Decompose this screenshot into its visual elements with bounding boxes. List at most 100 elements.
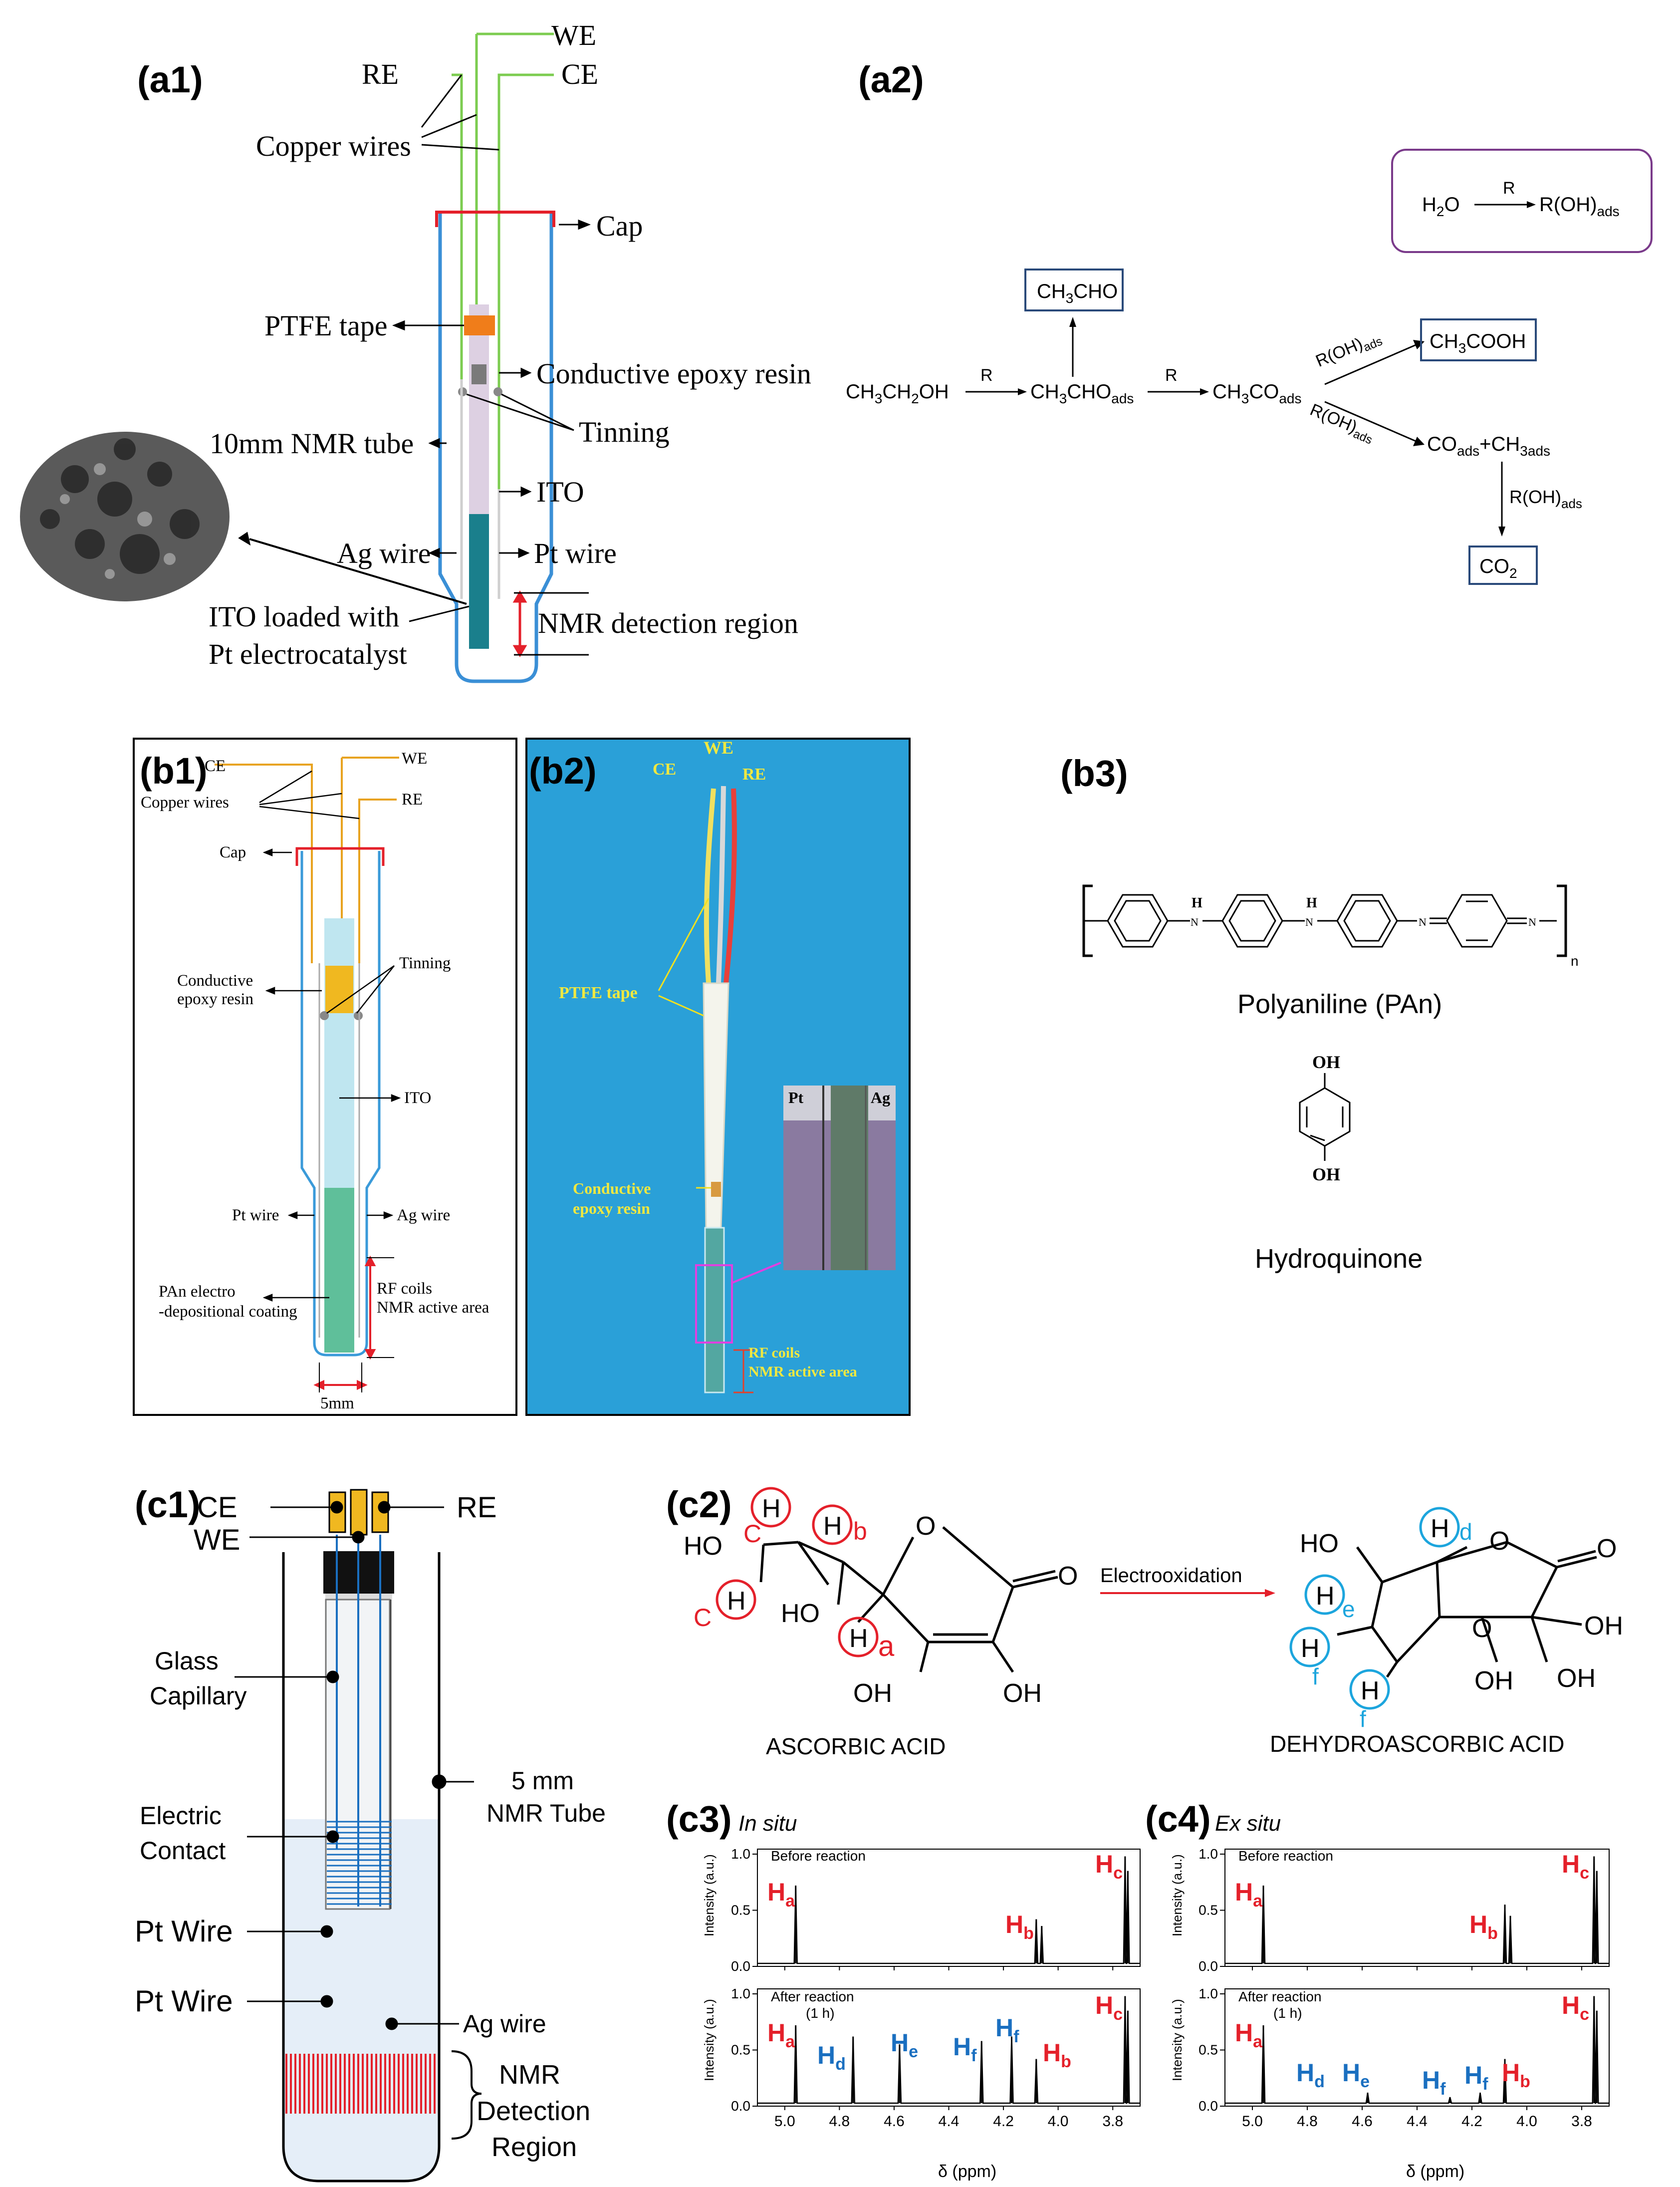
- c2-label-a: a: [878, 1630, 895, 1662]
- b3-n3: N: [1419, 916, 1427, 928]
- b3-ring-3: [1336, 894, 1398, 948]
- c1-label-ag: Ag wire: [463, 2010, 546, 2038]
- c4-after-time: (1 h): [1273, 2005, 1302, 2021]
- a1-epoxy: [472, 364, 486, 384]
- c2-dehydro-name: DEHYDROASCORBIC ACID: [1270, 1731, 1564, 1757]
- b2-label-conductive-1: Conductive: [573, 1179, 651, 1197]
- panel-label-c3: (c3): [666, 1798, 732, 1840]
- c2-d-o-ring1: O: [1489, 1527, 1509, 1556]
- a1-label-re: RE: [362, 58, 399, 90]
- b1-label-copper: Copper wires: [141, 794, 229, 812]
- c2-ho2: HO: [781, 1599, 820, 1628]
- c1-we-connector: [350, 1489, 368, 1536]
- c1-label-detect-3: Region: [491, 2132, 577, 2162]
- panel-label-c2: (c2): [666, 1484, 732, 1525]
- c2-hd-circle: [1419, 1507, 1460, 1548]
- b2-label-rf-2: NMR active area: [748, 1364, 857, 1380]
- b2-label-ce: CE: [653, 760, 676, 779]
- c1-label-pt-2: Pt Wire: [135, 1984, 233, 2018]
- panel-label-c1: (c1): [135, 1484, 201, 1525]
- c2-h-d: H: [1431, 1514, 1449, 1543]
- a1-ptfe-tape: [464, 315, 495, 335]
- b3-ring-1: [1107, 894, 1169, 948]
- x-tick-label: 5.0: [774, 2113, 795, 2130]
- svg-text:Hf: Hf: [953, 2033, 977, 2065]
- x-tick-label: 4.2: [1461, 2113, 1482, 2130]
- panel-label-a1: (a1): [137, 59, 203, 100]
- svg-text:Hc: Hc: [1095, 1991, 1123, 2024]
- panel-label-a2: (a2): [858, 59, 924, 100]
- b3-hydroquinone-ring: [1299, 1087, 1351, 1147]
- c1-label-we: WE: [194, 1524, 240, 1556]
- svg-text:CH3CHOads: CH3CHOads: [1030, 381, 1134, 406]
- c3-ylabel-bottom: Intensity (a.u.): [702, 1999, 717, 2081]
- x-tick-label: 4.6: [1352, 2113, 1373, 2130]
- svg-text:R(OH)ads: R(OH)ads: [1539, 194, 1620, 219]
- c2-h-c1: H: [762, 1494, 781, 1523]
- svg-text:Hd: Hd: [817, 2041, 846, 2074]
- c1-pt-coil: [327, 1821, 392, 1905]
- c1-label-contact-1: Electric: [140, 1802, 222, 1830]
- b1-ce-wire: [215, 764, 313, 963]
- spectrum-trace-0-0: [757, 1856, 1140, 1964]
- b3-pan-name: Polyaniline (PAn): [1237, 989, 1442, 1019]
- a2-box-co2: [1468, 546, 1538, 585]
- b1-tinning-dot-right: [354, 1011, 363, 1020]
- b2-selection-box: [695, 1264, 733, 1344]
- a1-label-cap: Cap: [596, 210, 643, 242]
- b3-structures: [1082, 884, 1567, 1161]
- b3-h1: H: [1192, 895, 1202, 911]
- c1-label-tube-2: NMR Tube: [486, 1799, 606, 1827]
- b2-label-conductive-2: epoxy resin: [573, 1199, 650, 1217]
- c1-detection-lines: [285, 2054, 436, 2114]
- c1-label-glass-2: Capillary: [150, 1682, 247, 1710]
- svg-text:H2O: H2O: [1422, 194, 1460, 219]
- b3-n1: N: [1191, 916, 1199, 928]
- svg-text:Hf: Hf: [995, 2014, 1019, 2046]
- c3-xlabel: δ (ppm): [938, 2162, 996, 2181]
- c3-title: In situ: [738, 1811, 797, 1836]
- a1-nmr-tube: [438, 212, 553, 683]
- c2-hb-circle: [812, 1504, 853, 1545]
- panel-label-c4: (c4): [1145, 1798, 1211, 1840]
- panel-label-b1: (b1): [140, 750, 208, 792]
- b3-n4: N: [1528, 916, 1536, 928]
- b2-label-re: RE: [742, 765, 766, 784]
- svg-text:He: He: [1342, 2059, 1370, 2091]
- b1-label-tinning: Tinning: [399, 954, 451, 972]
- a1-re-wire: [452, 73, 463, 379]
- c3-before-label: Before reaction: [771, 1848, 866, 1864]
- b2-inset-pt: Pt: [788, 1089, 804, 1106]
- x-tick-label: 4.2: [993, 2113, 1014, 2130]
- x-tick-label: 4.4: [939, 2113, 960, 2130]
- b1-label-ce: CE: [205, 757, 226, 775]
- y-tick-label: 0.5: [731, 1903, 750, 1918]
- svg-text:Hb: Hb: [1005, 1911, 1034, 1943]
- b1-epoxy: [325, 966, 353, 1013]
- c1-label-detect-2: Detection: [477, 2096, 590, 2126]
- svg-text:Hb: Hb: [1502, 2059, 1530, 2091]
- a1-label-epoxy: Conductive epoxy resin: [536, 357, 811, 390]
- y-tick-label: 0.5: [731, 2042, 750, 2058]
- c3-after-label: After reaction: [771, 1989, 854, 2004]
- c4-ylabel-bottom: Intensity (a.u.): [1170, 1999, 1185, 2081]
- c2-h-a: H: [849, 1624, 868, 1653]
- x-tick-label: 3.8: [1102, 2113, 1123, 2130]
- c1-label-tube-1: 5 mm: [511, 1767, 574, 1795]
- x-tick-label: 4.8: [1297, 2113, 1318, 2130]
- svg-text:Hc: Hc: [1562, 1991, 1589, 2024]
- c4-ylabel-top: Intensity (a.u.): [1170, 1854, 1185, 1936]
- a2-scheme: H2O R R(OH)ads CH3CH2OH R CH3CHOads R CH…: [846, 149, 1653, 585]
- c1-label-glass-1: Glass: [155, 1647, 219, 1675]
- b1-re-wire: [358, 799, 397, 963]
- svg-text:Hf: Hf: [1422, 2066, 1446, 2099]
- a1-label-pt-wire: Pt wire: [534, 537, 617, 569]
- b1-label-width: 5mm: [320, 1394, 354, 1412]
- svg-text:R(OH)ads: R(OH)ads: [1313, 327, 1384, 374]
- b2-label-we: WE: [704, 738, 733, 758]
- a1-label-ito: ITO: [536, 476, 584, 508]
- b1-label-we: WE: [402, 750, 427, 768]
- c2-h-e: H: [1316, 1582, 1335, 1611]
- c1-label-detect-1: NMR: [499, 2060, 560, 2090]
- c2-ascorbic: H H H H HO HO OH OH O O C b C a ASCORBIC…: [684, 1487, 1623, 1759]
